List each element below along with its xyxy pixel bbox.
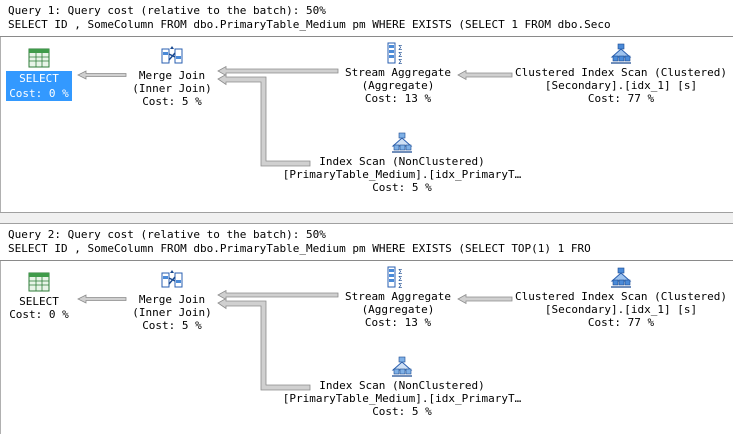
index-scan-cost: Cost: 5 % [372, 181, 432, 194]
clustered-index-scan-cost: Cost: 77 % [587, 92, 655, 105]
header-separator [0, 36, 733, 37]
merge-join-subtitle: (Inner Join) [132, 306, 212, 319]
plan-splitter[interactable] [0, 212, 733, 224]
stream-aggregate-node[interactable]: Stream Aggregate (Aggregate) Cost: 13 % [340, 41, 456, 105]
stream-aggregate-subtitle: (Aggregate) [361, 79, 435, 92]
clustered-index-scan-object: [Secondary].[idx_1] [s] [544, 79, 698, 92]
select-node[interactable]: SELECT Cost: 0 % [6, 270, 72, 321]
select-label: SELECT [19, 295, 59, 308]
clustered-index-scan-cost: Cost: 77 % [587, 316, 655, 329]
nonclustered-index-scan-icon [391, 132, 413, 153]
clustered-index-scan-label: Clustered Index Scan (Clustered) [515, 290, 727, 303]
clustered-index-scan-label: Clustered Index Scan (Clustered) [515, 66, 727, 79]
merge-join-node[interactable]: Merge Join (Inner Join) Cost: 5 % [122, 268, 222, 332]
plan-border [0, 224, 1, 434]
merge-join-label: Merge Join [138, 69, 206, 82]
query-statement[interactable]: SELECT ID , SomeColumn FROM dbo.PrimaryT… [8, 242, 591, 255]
select-cost: Cost: 0 % [9, 308, 69, 321]
query-cost-header: Query 1: Query cost (relative to the bat… [8, 4, 326, 17]
index-scan-object: [PrimaryTable_Medium].[idx_PrimaryT… [282, 392, 522, 405]
merge-join-cost: Cost: 5 % [142, 319, 202, 332]
merge-join-cost: Cost: 5 % [142, 95, 202, 108]
index-scan-node[interactable]: Index Scan (NonClustered) [PrimaryTable_… [280, 130, 524, 194]
merge-join-subtitle: (Inner Join) [132, 82, 212, 95]
clustered-index-scan-node[interactable]: Clustered Index Scan (Clustered) [Second… [514, 41, 728, 105]
arrow-agg-to-merge [217, 65, 339, 77]
merge-join-label: Merge Join [138, 293, 206, 306]
clustered-index-scan-icon [610, 267, 632, 288]
arrow-iscan-to-merge [217, 73, 311, 167]
plan-header: Query 2: Query cost (relative to the bat… [0, 224, 733, 260]
arrow-agg-to-merge [217, 289, 339, 301]
merge-join-icon [161, 45, 183, 64]
stream-aggregate-cost: Cost: 13 % [364, 316, 432, 329]
clustered-index-scan-node[interactable]: Clustered Index Scan (Clustered) [Second… [514, 265, 728, 329]
stream-aggregate-node[interactable]: Stream Aggregate (Aggregate) Cost: 13 % [340, 265, 456, 329]
arrow-cscan-to-agg [457, 69, 513, 81]
arrow-merge-to-select [77, 70, 127, 80]
index-scan-object: [PrimaryTable_Medium].[idx_PrimaryT… [282, 168, 522, 181]
stream-aggregate-icon [387, 266, 403, 289]
arrow-cscan-to-agg [457, 293, 513, 305]
stream-aggregate-cost: Cost: 13 % [364, 92, 432, 105]
stream-aggregate-label: Stream Aggregate [345, 290, 451, 303]
stream-aggregate-icon [387, 42, 403, 65]
clustered-index-scan-object: [Secondary].[idx_1] [s] [544, 303, 698, 316]
stream-aggregate-subtitle: (Aggregate) [361, 303, 435, 316]
merge-join-node[interactable]: Merge Join (Inner Join) Cost: 5 % [122, 44, 222, 108]
index-scan-cost: Cost: 5 % [372, 405, 432, 418]
plan-arrows [77, 65, 513, 167]
query-statement[interactable]: SELECT ID , SomeColumn FROM dbo.PrimaryT… [8, 18, 611, 31]
select-result-icon [28, 48, 50, 68]
stream-aggregate-label: Stream Aggregate [345, 66, 451, 79]
arrow-merge-to-select [77, 294, 127, 304]
clustered-index-scan-icon [610, 43, 632, 64]
plan-border [0, 0, 1, 212]
query-cost-header: Query 2: Query cost (relative to the bat… [8, 228, 326, 241]
index-scan-label: Index Scan (NonClustered) [319, 155, 485, 168]
select-result-icon [28, 272, 50, 292]
arrow-iscan-to-merge [217, 297, 311, 391]
index-scan-node[interactable]: Index Scan (NonClustered) [PrimaryTable_… [280, 354, 524, 418]
plan-header: Query 1: Query cost (relative to the bat… [0, 0, 733, 36]
select-label: SELECT [6, 71, 72, 86]
select-cost: Cost: 0 % [6, 86, 72, 101]
nonclustered-index-scan-icon [391, 356, 413, 377]
merge-join-icon [161, 269, 183, 288]
select-node[interactable]: SELECT Cost: 0 % [6, 46, 72, 101]
execution-plan-2: Query 2: Query cost (relative to the bat… [0, 224, 733, 434]
index-scan-label: Index Scan (NonClustered) [319, 379, 485, 392]
header-separator [0, 260, 733, 261]
plan-arrows [77, 289, 513, 391]
execution-plan-1: Query 1: Query cost (relative to the bat… [0, 0, 733, 212]
